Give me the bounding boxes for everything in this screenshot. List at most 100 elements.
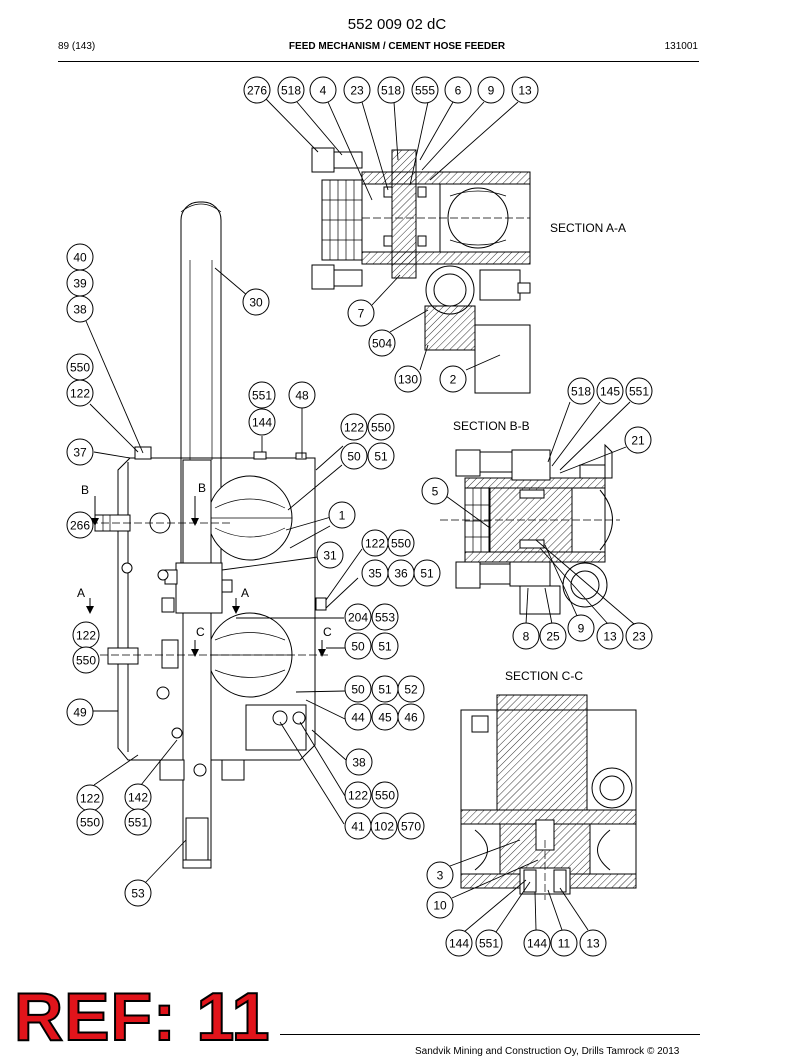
callout-label: 51 [378,683,392,697]
cut-mark-c-left: C [196,625,205,639]
page-number: 89 (143) [58,41,96,52]
callout-label: 555 [415,84,435,98]
callout-51: 51 [413,559,441,587]
callout-label: 30 [249,296,263,310]
callout-label: 37 [73,446,87,460]
callout-label: 5 [432,485,439,499]
callout-13: 13 [596,622,624,650]
section-b-b-view [440,443,620,615]
callout-label: 504 [372,337,392,351]
callout-50: 50 [344,632,372,660]
callout-label: 3 [437,869,444,883]
callout-label: 518 [381,84,401,98]
callout-504: 504 [368,329,396,357]
callout-label: 35 [368,567,382,581]
callout-label: 21 [631,434,645,448]
callout-label: 553 [375,611,395,625]
callout-4: 4 [309,76,337,104]
section-a-a-label: SECTION A-A [550,221,626,235]
callout-label: 551 [479,937,499,951]
callout-label: 1 [339,509,346,523]
callout-label: 551 [252,389,272,403]
callout-label: 40 [73,251,87,265]
callout-10: 10 [426,891,454,919]
callout-130: 130 [394,365,422,393]
callout-144: 144 [248,408,276,436]
callout-label: 276 [247,84,267,98]
section-a-a-view [311,147,531,394]
callout-51: 51 [371,632,399,660]
document-code: 131001 [664,41,698,52]
callout-102: 102 [370,812,398,840]
callout-40: 40 [66,243,94,271]
callout-label: 122 [80,792,100,806]
cut-mark-c-right: C [323,625,332,639]
callout-38: 38 [345,748,373,776]
callout-8: 8 [512,622,540,650]
callout-label: 36 [394,567,408,581]
callout-122: 122 [66,379,94,407]
callout-122: 122 [344,781,372,809]
callout-46: 46 [397,703,425,731]
callout-label: 50 [347,450,361,464]
cut-mark-b-right: B [198,481,206,495]
callout-23: 23 [625,622,653,650]
callout-21: 21 [624,426,652,454]
callout-204: 204 [344,603,372,631]
callout-518: 518 [277,76,305,104]
callout-45: 45 [371,703,399,731]
callout-label: 44 [351,711,365,725]
callout-36: 36 [387,559,415,587]
callout-label: 266 [70,519,90,533]
callout-label: 51 [374,450,388,464]
callout-144: 144 [523,929,551,957]
callout-2: 2 [439,365,467,393]
callout-label: 130 [398,373,418,387]
callout-label: 49 [73,706,87,720]
callout-13: 13 [511,76,539,104]
callout-145: 145 [596,377,624,405]
callout-37: 37 [66,438,94,466]
callout-label: 144 [527,937,547,951]
callout-label: 38 [73,303,87,317]
callout-label: 122 [76,629,96,643]
callout-122: 122 [361,529,389,557]
section-c-c-label: SECTION C-C [505,669,583,683]
header-rule [58,61,699,62]
callout-518: 518 [567,377,595,405]
footer-copyright: Sandvik Mining and Construction Oy, Dril… [415,1046,680,1057]
callout-label: 46 [404,711,418,725]
callout-label: 550 [375,789,395,803]
callout-label: 13 [586,937,600,951]
callout-555: 555 [411,76,439,104]
callout-550: 550 [72,646,100,674]
callout-35: 35 [361,559,389,587]
callout-44: 44 [344,703,372,731]
callout-144: 144 [445,929,473,957]
callout-label: 551 [128,816,148,830]
callout-11: 11 [550,929,578,957]
callout-label: 9 [488,84,495,98]
callout-7: 7 [347,299,375,327]
callout-label: 4 [320,84,327,98]
callout-label: 31 [323,549,337,563]
callout-label: 45 [378,711,392,725]
callout-label: 8 [523,630,530,644]
callout-31: 31 [316,541,344,569]
callout-label: 41 [351,820,365,834]
callout-label: 48 [295,389,309,403]
callout-6: 6 [444,76,472,104]
callout-label: 13 [518,84,532,98]
callout-label: 25 [546,630,560,644]
callout-50: 50 [344,675,372,703]
callout-551: 551 [124,808,152,836]
callout-label: 9 [578,622,585,636]
callout-label: 13 [603,630,617,644]
callout-3: 3 [426,861,454,889]
callout-label: 550 [391,537,411,551]
section-b-b-label: SECTION B-B [453,419,530,433]
callout-41: 41 [344,812,372,840]
callout-label: 550 [80,816,100,830]
